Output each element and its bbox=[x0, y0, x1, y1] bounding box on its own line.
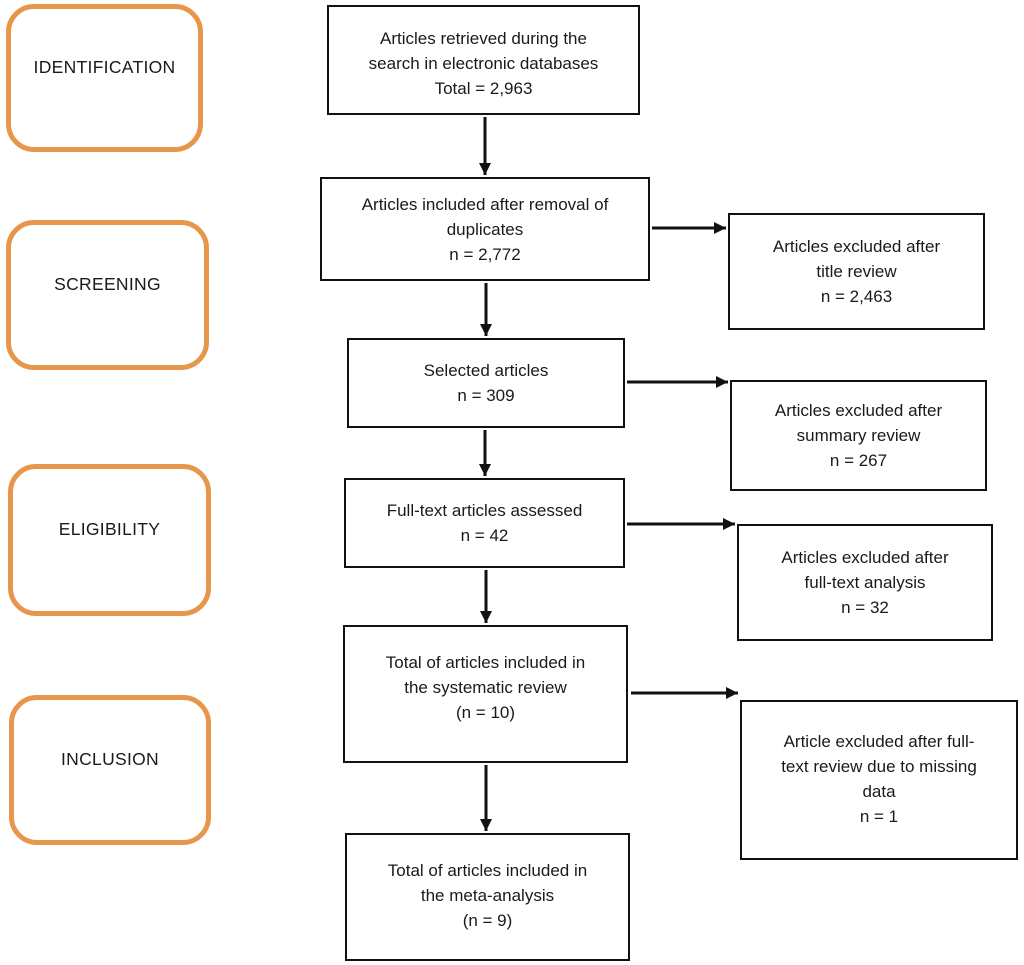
stage-screening: SCREENING bbox=[6, 220, 209, 370]
stage-eligibility: ELIGIBILITY bbox=[8, 464, 211, 616]
stage-eligibility-label: ELIGIBILITY bbox=[58, 518, 161, 539]
flow-box-meta-analysis-text: Total of articles included in the meta-a… bbox=[387, 860, 588, 930]
stage-screening-label: SCREENING bbox=[54, 273, 161, 294]
exclusion-box-missing-data: Article excluded after full- text review… bbox=[740, 700, 1018, 860]
flow-box-duplicates-removed-text: Articles included after removal of dupli… bbox=[361, 194, 609, 264]
flow-box-meta-analysis: Total of articles included in the meta-a… bbox=[345, 833, 630, 961]
exclusion-box-fulltext-analysis: Articles excluded after full-text analys… bbox=[737, 524, 993, 641]
exclusion-box-summary-review-text: Articles excluded after summary review n… bbox=[774, 401, 943, 470]
flow-box-systematic-review: Total of articles included in the system… bbox=[343, 625, 628, 763]
stage-identification-label: IDENTIFICATION bbox=[33, 56, 176, 77]
exclusion-box-fulltext-analysis-text: Articles excluded after full-text analys… bbox=[781, 548, 949, 617]
exclusion-box-title-review-text: Articles excluded after title review n =… bbox=[772, 237, 941, 306]
stage-inclusion-label: INCLUSION bbox=[61, 748, 159, 769]
exclusion-box-summary-review: Articles excluded after summary review n… bbox=[730, 380, 987, 491]
flow-box-fulltext-assessed: Full-text articles assessed n = 42 bbox=[344, 478, 625, 568]
flow-box-selected-articles: Selected articles n = 309 bbox=[347, 338, 625, 428]
flow-box-fulltext-assessed-text: Full-text articles assessed n = 42 bbox=[386, 501, 583, 545]
flow-box-articles-retrieved-text: Articles retrieved during the search in … bbox=[368, 28, 599, 98]
exclusion-box-title-review: Articles excluded after title review n =… bbox=[728, 213, 985, 330]
exclusion-box-missing-data-text: Article excluded after full- text review… bbox=[781, 732, 977, 826]
flow-box-duplicates-removed: Articles included after removal of dupli… bbox=[320, 177, 650, 281]
flow-box-systematic-review-text: Total of articles included in the system… bbox=[385, 652, 586, 722]
flow-box-selected-articles-text: Selected articles n = 309 bbox=[423, 361, 549, 405]
flow-box-articles-retrieved: Articles retrieved during the search in … bbox=[327, 5, 640, 115]
stage-identification: IDENTIFICATION bbox=[6, 4, 203, 152]
stage-inclusion: INCLUSION bbox=[9, 695, 211, 845]
